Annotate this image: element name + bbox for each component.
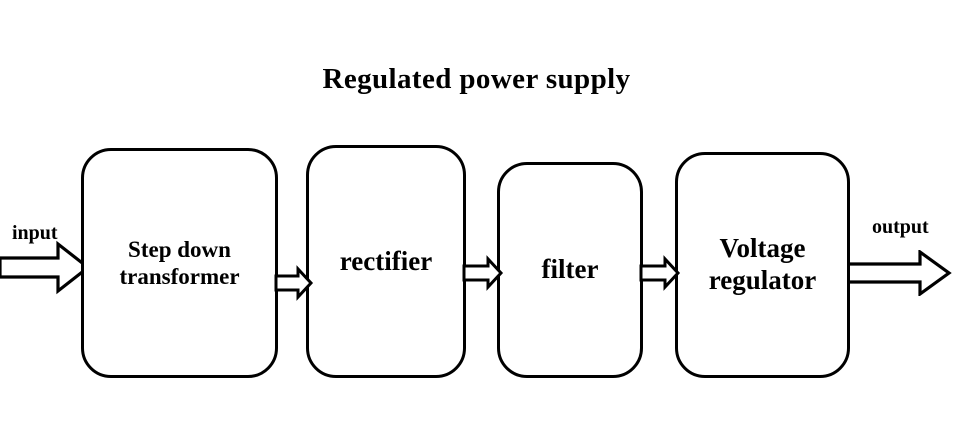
block-filter[interactable]: filter [497, 162, 643, 378]
connector-transformer-to-rectifier-arrow [274, 262, 314, 309]
block-step-down-transformer[interactable]: Step down transformer [81, 148, 278, 378]
output-arrow [844, 248, 952, 301]
block-voltage-regulator[interactable]: Voltage regulator [675, 152, 850, 378]
block-rectifier-label: rectifier [339, 245, 433, 276]
block-filter-label: filter [541, 254, 599, 285]
connector-filter-to-voltage-regulator-arrow [639, 252, 681, 299]
input-arrow [0, 240, 92, 301]
output-label: output [872, 216, 929, 238]
diagram-title: Regulated power supply [322, 63, 631, 95]
connector-rectifier-to-filter-arrow [462, 252, 504, 299]
block-step-down-transformer-label: Step down transformer [119, 236, 240, 289]
input-label: input [12, 222, 58, 244]
block-voltage-regulator-label: Voltage regulator [708, 233, 817, 295]
block-rectifier[interactable]: rectifier [306, 145, 466, 378]
